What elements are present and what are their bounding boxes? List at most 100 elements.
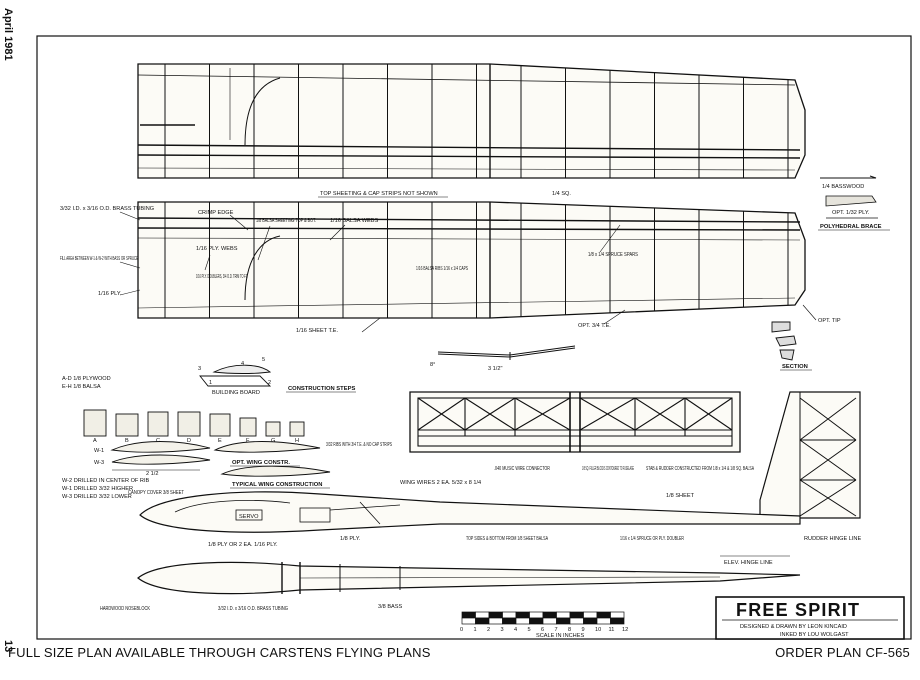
scale-tick-label: 7 xyxy=(555,627,558,633)
scale-segment xyxy=(610,617,625,625)
step-number-3: 3 xyxy=(198,366,201,372)
bass-callout: 3/8 BASS xyxy=(378,604,403,610)
scale-segment xyxy=(556,617,571,625)
balsa-webs-callout: 1/16 BALSA WEBS xyxy=(330,218,378,224)
building-board-label: BUILDING BOARD xyxy=(212,390,260,396)
music-wire-callout: .040 MUSIC WIRE CONNECTOR xyxy=(494,466,550,472)
fin-rudder xyxy=(759,391,861,519)
rib-part xyxy=(239,417,257,437)
rib-part-letter: C xyxy=(156,438,160,444)
ply-18-callout: 1/8 PLY. xyxy=(340,536,361,542)
plan-border xyxy=(36,35,912,640)
step-number-5: 5 xyxy=(262,357,265,363)
scale-segment xyxy=(502,611,517,619)
rib-part-letter: D xyxy=(187,438,191,444)
scale-segment xyxy=(488,617,503,625)
spar-note: 1/4 SQ. xyxy=(552,191,571,197)
hardwood-callout: HARDWOOD NOSEBLOCK xyxy=(100,606,150,612)
scale-tick-label: 1 xyxy=(474,627,477,633)
stabilizer-plan xyxy=(409,391,741,453)
crimp-edge-callout: CRIMP EDGE xyxy=(198,210,234,216)
ply-webs-callout: 1/16 PLY. WEBS xyxy=(196,246,238,252)
scale-segment xyxy=(596,617,611,625)
scale-segment xyxy=(569,611,584,619)
scale-tick-label: 2 xyxy=(487,627,490,633)
scale-segment xyxy=(542,617,557,625)
material-e-h: E-H 1/8 BALSA xyxy=(62,384,101,390)
material-a-d: A-D 1/8 PLYWOOD xyxy=(62,376,111,382)
rudder-hinge-callout: RUDDER HINGE LINE xyxy=(804,536,861,542)
dihedral-view xyxy=(437,345,576,360)
ribs-note: 3/32 RIBS WITH 3/4 T.E. & NO CAP STRIPS xyxy=(326,442,392,448)
scale-tick-label: 6 xyxy=(541,627,544,633)
scale-tick-label: 10 xyxy=(595,627,601,633)
typical-wing-label: TYPICAL WING CONSTRUCTION xyxy=(232,482,322,488)
scale-tick-label: 4 xyxy=(514,627,517,633)
rib-part-letter: B xyxy=(125,438,129,444)
ribs-caps-callout: 1/16 BALSA RIBS 1/16 x 1/4 CAPS xyxy=(416,266,468,272)
top-sheeting-note: TOP SHEETING & CAP STRIPS NOT SHOWN xyxy=(320,191,438,197)
scale-segment xyxy=(515,611,530,619)
construction-steps-label: CONSTRUCTION STEPS xyxy=(288,386,355,392)
inked-by: INKED BY LOU WOLGAST xyxy=(780,632,849,638)
rib-part xyxy=(265,421,281,437)
scale-segment xyxy=(583,617,598,625)
opt-ply-label: OPT. 1/32 PLY. xyxy=(832,210,870,216)
scale-tick-label: 8 xyxy=(568,627,571,633)
ply-doublers-callout: 1/16 PLY. DOUBLERS, 3/4 O.D. TRIM TO FIT xyxy=(196,274,248,280)
wing-wires-callout: WING WIRES 2 EA. 5/32 x 8 1/4 xyxy=(400,480,481,486)
scale-tick-label: 5 xyxy=(528,627,531,633)
fill-area-callout: FILL AREA BETWEEN W-1 & W-2 WITH BASS OR… xyxy=(60,256,138,262)
tail-sheet-callout: 1/8 SHEET xyxy=(666,493,695,499)
rib-w3-label: W-3 xyxy=(94,460,104,466)
rib-part xyxy=(209,413,231,437)
polyhedral-brace-label: POLYHEDRAL BRACE xyxy=(820,224,882,230)
scale-tick-label: 3 xyxy=(501,627,504,633)
scale-segment xyxy=(502,617,517,625)
rib-part-letter: G xyxy=(271,438,275,444)
scale-tick-label: 0 xyxy=(460,627,463,633)
title-block: FREE SPIRIT DESIGNED & DRAWN BY LEON KIN… xyxy=(715,596,905,640)
step-number-2: 2 xyxy=(268,380,271,386)
ply-callout: 1/16 PLY. xyxy=(98,291,122,297)
scale-segment xyxy=(596,611,611,619)
scale-segment xyxy=(461,617,476,625)
dihedral-height: 3 1/2" xyxy=(488,366,502,372)
scale-segment xyxy=(569,617,584,625)
plan-title: FREE SPIRIT xyxy=(736,600,860,620)
scale-segment xyxy=(488,611,503,619)
scale-label: SCALE IN INCHES xyxy=(536,633,584,639)
scale-segment xyxy=(556,611,571,619)
scale-segment xyxy=(583,611,598,619)
balsa-sheeting-callout: 1/8 BALSA SHEETING TOP & BOT. xyxy=(256,218,316,224)
stab-rudder-callout: STAB & RUDDER CONSTRUCTED FROM 1/8 x 1/4… xyxy=(646,466,754,472)
scale-segment xyxy=(610,611,625,619)
filler-blocks-callout: 1/8 SQ. FILLER BLOCKS CONTOURED TO FUSEL… xyxy=(582,466,634,472)
scale-segment xyxy=(529,617,544,625)
opt-tip-callout: OPT. TIP xyxy=(818,318,841,324)
section-label: SECTION xyxy=(782,364,808,370)
wing-plan-upper xyxy=(137,63,806,179)
scale-segment xyxy=(475,611,490,619)
scale-tick-label: 11 xyxy=(609,627,615,633)
basswood-label: 1/4 BASSWOOD xyxy=(822,184,864,190)
brass-tubing-callout: 3/32 I.D. x 3/16 O.D. BRASS TUBING xyxy=(60,206,154,212)
building-board-sketch xyxy=(199,364,272,387)
rib-part xyxy=(83,409,107,437)
fuselage-side xyxy=(139,491,801,533)
rib-part-letter: H xyxy=(295,438,299,444)
fuselage-top xyxy=(137,561,801,595)
scale-segment xyxy=(529,611,544,619)
dihedral-angle: 8° xyxy=(430,362,435,368)
rib-profiles xyxy=(110,441,331,477)
step-number-4: 4 xyxy=(241,361,244,367)
footer-availability: FULL SIZE PLAN AVAILABLE THROUGH CARSTEN… xyxy=(8,645,431,660)
brass-fuselage-callout: 3/32 I.D. x 3/16 O.D. BRASS TUBING xyxy=(218,606,288,612)
wing-section-detail xyxy=(771,321,797,361)
rib-part xyxy=(177,411,201,437)
scale-tick-label: 9 xyxy=(582,627,585,633)
rib-part xyxy=(115,413,139,437)
